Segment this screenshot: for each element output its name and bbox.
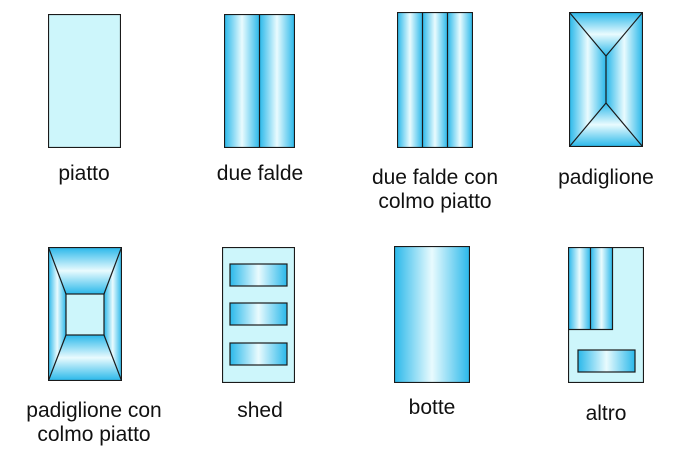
label-botte: botte [408, 396, 456, 419]
roof-barrel-icon [394, 246, 470, 383]
roof-flat-icon [48, 14, 121, 148]
label-due-falde-colmo: due falde con colmo piatto [371, 166, 499, 213]
label-shed: shed [237, 399, 283, 422]
roof-gable-flat-ridge-icon [397, 12, 473, 148]
label-padiglione: padiglione [558, 166, 654, 189]
roof-shed-icon [222, 247, 295, 383]
roof-hipped-flat-ridge-icon [48, 247, 122, 381]
label-padiglione-colmo: padiglione con colmo piatto [26, 399, 162, 446]
label-due-falde: due falde [216, 162, 304, 185]
label-altro: altro [585, 402, 627, 425]
label-piatto: piatto [58, 162, 110, 185]
roof-gable-icon [224, 14, 295, 148]
roof-hipped-icon [569, 12, 643, 147]
roof-other-icon [568, 247, 644, 383]
